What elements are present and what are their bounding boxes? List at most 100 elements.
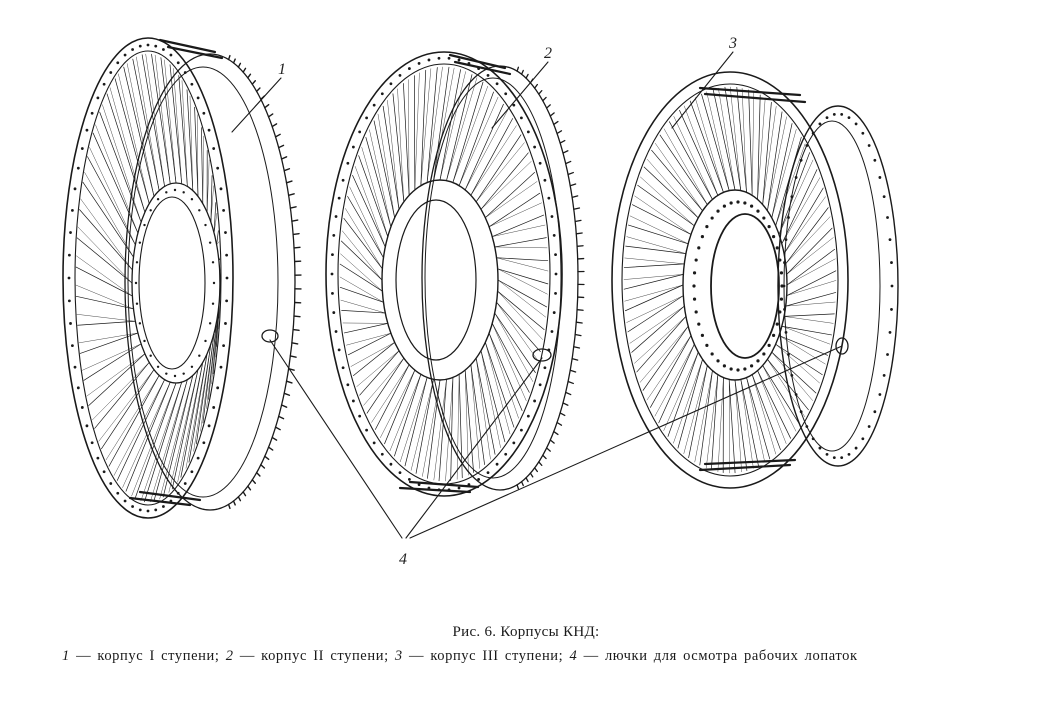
bolt-hole	[538, 383, 542, 387]
tooth	[576, 245, 584, 247]
stator-blade	[491, 214, 545, 237]
stator-blade-edge	[626, 236, 687, 254]
callout-1: 1	[278, 61, 286, 78]
bolt-hole	[341, 366, 345, 370]
stator-blade-edge	[414, 72, 420, 191]
bolt-hole	[90, 441, 94, 445]
stator-blade-edge	[369, 129, 392, 227]
stator-blade-edge	[400, 377, 428, 462]
bolt-hole	[389, 82, 393, 86]
stator-blade-edge	[439, 71, 466, 181]
tooth	[247, 73, 252, 79]
bolt-hole	[156, 198, 160, 201]
stator-blade	[101, 369, 155, 450]
stator-blade	[650, 335, 692, 408]
stator-blade-edge	[445, 377, 454, 482]
stator-blade-edge	[76, 255, 133, 297]
legend-text-3: — корпус III ступени;	[402, 648, 570, 664]
bolt-hole	[805, 144, 809, 147]
stator-blade	[488, 192, 541, 228]
casing-2-front-flange-inner	[337, 63, 551, 485]
bolt-hole	[547, 196, 551, 200]
stator-blade-edge	[728, 379, 730, 474]
bolt-hole	[190, 198, 194, 201]
stator-blade	[494, 312, 536, 373]
stator-blade-edge	[717, 377, 724, 472]
stator-blade-edge	[464, 110, 508, 191]
stator-blade	[475, 357, 496, 455]
stator-blade-edge	[389, 374, 422, 452]
bolt-hole	[784, 331, 788, 334]
bolt-hole	[729, 201, 733, 205]
tooth	[237, 496, 242, 502]
stator-blade	[643, 166, 699, 219]
casing-1-inspection-hatch	[261, 329, 279, 343]
legend-text-1: — корпус I ступени;	[69, 648, 226, 664]
stator-blade-edge	[185, 353, 208, 469]
stator-blade	[740, 379, 759, 467]
bolt-hole	[890, 261, 893, 264]
stator-blade-edge	[458, 96, 499, 186]
bolt-hole	[372, 103, 376, 107]
bolt-hole	[825, 453, 829, 456]
tooth	[292, 232, 300, 236]
stator-blade-edge	[456, 374, 460, 480]
tooth	[565, 160, 572, 165]
tooth	[283, 392, 291, 396]
tooth	[264, 103, 270, 109]
bolt-hole	[756, 209, 760, 213]
tooth	[562, 402, 569, 406]
stator-blade-edge	[730, 86, 742, 191]
stator-blade-edge	[145, 53, 165, 187]
bolt-hole	[208, 322, 212, 325]
casing-1-hub-outer	[131, 182, 221, 384]
stator-blade	[92, 132, 139, 234]
stator-blade	[701, 93, 730, 191]
stator-blade	[458, 91, 494, 186]
stator-blade-edge	[706, 91, 730, 191]
stator-blade	[623, 263, 685, 268]
stator-blade-edge	[181, 80, 188, 187]
stator-blade	[623, 274, 684, 290]
bolt-hole	[222, 344, 225, 348]
stator-blade-edge	[734, 379, 742, 473]
bolt-hole	[202, 111, 206, 115]
stator-blade	[497, 290, 545, 331]
stator-blade-edge	[363, 357, 405, 406]
bolt-hole	[790, 373, 794, 377]
stator-blade-edge	[89, 147, 136, 245]
tooth	[237, 62, 242, 68]
stator-blade-edge	[159, 375, 194, 500]
stator-blade	[783, 187, 824, 254]
leader-lines	[231, 51, 843, 539]
stator-blade	[153, 379, 188, 502]
stator-blade	[200, 127, 204, 205]
stator-blade-edge	[80, 198, 133, 271]
bolt-hole	[427, 58, 431, 62]
stator-blade	[160, 57, 177, 184]
bolt-hole	[554, 253, 557, 257]
bolt-hole	[840, 113, 844, 116]
stator-blade	[767, 111, 783, 212]
stator-blade-edge	[86, 353, 146, 397]
stator-blade-edge	[200, 332, 215, 432]
bolt-hole	[173, 374, 177, 378]
stator-blade-edge	[694, 370, 713, 463]
callout-4: 4	[399, 551, 407, 568]
stator-blade	[125, 381, 171, 492]
stator-blade-edge	[740, 379, 754, 469]
stator-blade	[688, 365, 708, 459]
bolt-hole	[138, 322, 142, 325]
casing-1-hub-inner	[138, 196, 206, 370]
bolt-hole	[729, 367, 733, 371]
tooth	[567, 171, 574, 176]
bolt-hole	[778, 258, 782, 262]
stator-blade	[494, 237, 547, 248]
tooth	[553, 430, 559, 436]
bolt-hole	[176, 491, 180, 495]
bolt-hole	[146, 509, 150, 513]
casing-1-flange-bolts	[67, 43, 229, 513]
stator-blade-edge	[109, 87, 146, 213]
bolt-hole	[533, 399, 537, 403]
stator-blade-edge	[470, 125, 517, 196]
